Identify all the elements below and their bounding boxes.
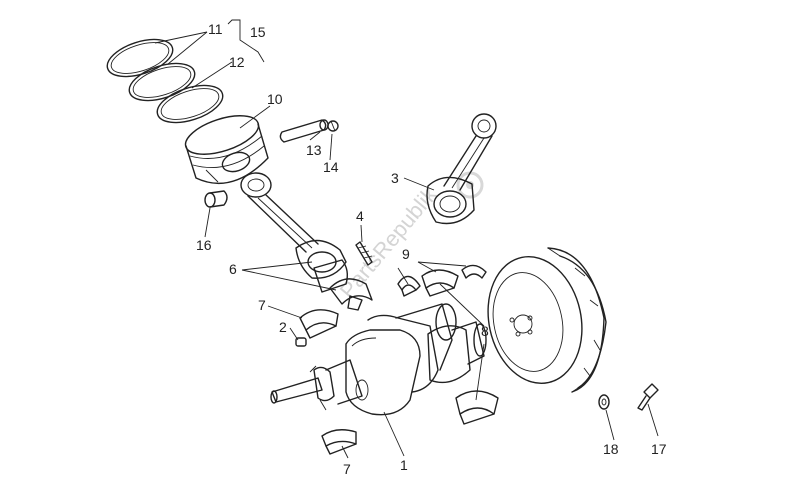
piston-rings — [106, 38, 224, 124]
label-2: 2 — [279, 319, 287, 335]
label-12: 12 — [229, 54, 245, 70]
crankshaft-plug — [295, 337, 307, 347]
label-7-upper: 7 — [258, 297, 266, 313]
label-17: 17 — [651, 441, 667, 457]
main-bearing-shell-lower — [321, 429, 357, 455]
label-6: 6 — [229, 261, 237, 277]
label-11: 11 — [208, 21, 223, 37]
connecting-rod-left — [240, 172, 347, 279]
label-9: 9 — [402, 246, 410, 262]
conrod-bearing-shells — [329, 278, 373, 311]
piston-pin — [279, 119, 329, 143]
leader-lines — [154, 19, 659, 459]
label-7-lower: 7 — [343, 461, 351, 477]
circlip — [327, 120, 339, 132]
main-bearing-shell-upper — [299, 309, 339, 339]
label-18: 18 — [603, 441, 619, 457]
label-13: 13 — [306, 142, 322, 158]
crankshaft — [270, 303, 487, 416]
main-bearing-shell-8 — [455, 390, 499, 425]
label-15: 15 — [250, 24, 266, 40]
flywheel — [487, 247, 607, 393]
flywheel-bolt — [637, 383, 659, 411]
label-4: 4 — [356, 208, 364, 224]
label-10: 10 — [267, 91, 283, 107]
part-labels: 11 15 12 10 13 14 3 4 16 6 9 7 2 8 7 1 1… — [196, 21, 667, 477]
thrust-washers — [397, 264, 487, 297]
watermark: PartsRepublik — [335, 181, 443, 303]
rod-bolt — [355, 241, 373, 266]
connecting-rod-right — [426, 113, 497, 225]
rod-cap-left — [313, 259, 349, 293]
label-14: 14 — [323, 159, 339, 175]
label-1: 1 — [400, 457, 408, 473]
label-8: 8 — [481, 323, 489, 339]
label-16: 16 — [196, 237, 212, 253]
washer — [598, 394, 610, 410]
small-end-bush — [204, 190, 228, 208]
label-3: 3 — [391, 170, 399, 186]
piston — [184, 115, 269, 185]
